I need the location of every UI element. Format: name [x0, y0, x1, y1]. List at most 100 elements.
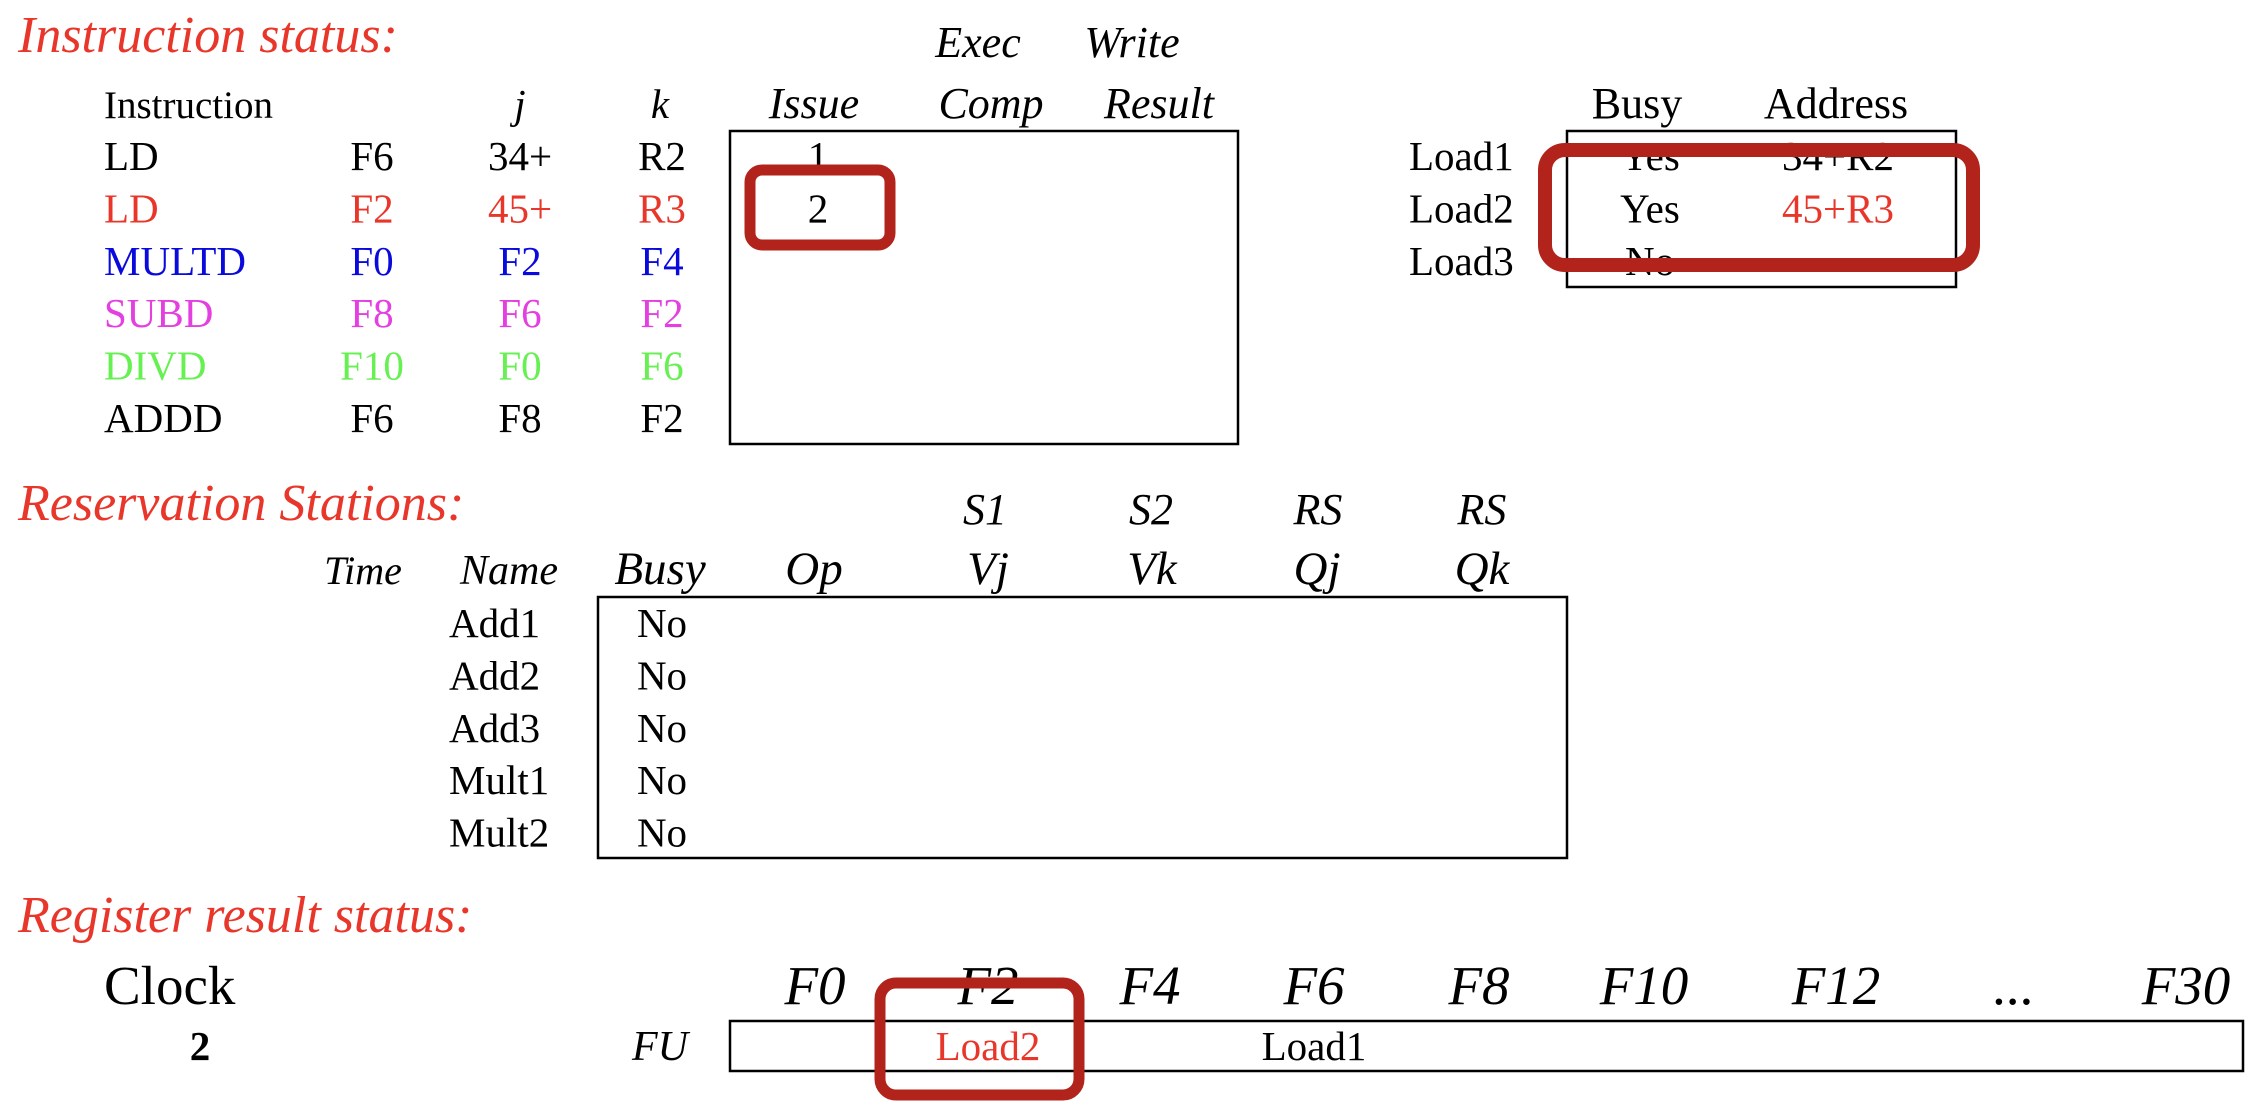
instruction-k: F2: [640, 395, 683, 441]
reservation-station-busy: No: [637, 652, 687, 698]
header-name: Name: [459, 548, 558, 594]
load-buffers-box: [1565, 129, 1958, 289]
register-name: F8: [1447, 955, 1509, 1016]
instruction-row: SUBD F8 F6 F2: [104, 290, 684, 336]
header-op: Op: [785, 543, 842, 595]
instruction-dest: F2: [350, 185, 393, 231]
reservation-station-row: Add3 No: [449, 705, 687, 751]
instruction-j: 45+: [488, 185, 552, 231]
header-exec-top: Exec: [934, 18, 1021, 67]
instruction-dest: F8: [350, 290, 393, 336]
register-status-title: Register result status:: [17, 887, 473, 944]
clock-value: 2: [190, 1023, 211, 1069]
reservation-stations-box: [596, 595, 1569, 860]
instruction-j: F0: [498, 343, 541, 389]
register-fu: Load2: [936, 1023, 1041, 1069]
highlight-issue-cell: [744, 164, 896, 251]
highlight-load2-row: [1538, 143, 1980, 272]
reservation-station-name: Mult2: [449, 810, 549, 856]
reservation-station-busy: No: [637, 705, 687, 751]
instruction-j: F8: [498, 395, 541, 441]
instruction-op: MULTD: [104, 238, 246, 284]
instruction-j: F2: [498, 238, 541, 284]
instruction-op: DIVD: [104, 343, 206, 389]
instruction-op: LD: [104, 133, 159, 179]
fu-label: FU: [631, 1024, 691, 1070]
instruction-op: LD: [104, 185, 159, 231]
header-exec-bottom: Comp: [938, 79, 1043, 128]
register-name: F0: [783, 955, 845, 1016]
instruction-j: 34+: [488, 133, 552, 179]
header-write-top: Write: [1084, 18, 1179, 67]
register-fu: Load1: [1262, 1023, 1367, 1069]
reservation-station-name: Mult1: [449, 757, 549, 803]
header-write-bottom: Result: [1103, 79, 1216, 128]
header-k: k: [651, 81, 670, 127]
header-time: Time: [324, 548, 402, 593]
reservation-station-row: Add2 No: [449, 652, 687, 698]
register-name: F4: [1118, 955, 1180, 1016]
register-name: F30: [2141, 955, 2231, 1016]
instruction-row: MULTD F0 F2 F4: [104, 238, 684, 284]
reservation-station-name: Add3: [449, 705, 540, 751]
highlights: [744, 143, 1980, 1101]
instruction-row: ADDD F6 F8 F2: [104, 395, 684, 441]
instruction-k: R2: [638, 133, 686, 179]
reservation-stations-section: Reservation Stations: S1 S2 RS RS Time N…: [17, 475, 1569, 860]
header-issue: Issue: [768, 79, 859, 128]
highlight-f2-register: [874, 977, 1085, 1101]
register-fu-box: [728, 1019, 2245, 1073]
instruction-status-title: Instruction status:: [17, 7, 398, 64]
reservation-station-row: Mult2 No: [449, 810, 687, 856]
load-buffer-name: Load3: [1409, 238, 1514, 284]
header-rs-qj: RS: [1293, 485, 1343, 534]
reservation-station-name: Add1: [449, 600, 540, 646]
register-name: F6: [1282, 955, 1345, 1016]
load-buffer-name: Load1: [1409, 133, 1514, 179]
header-s1: S1: [963, 485, 1007, 534]
reservation-station-name: Add2: [449, 652, 540, 698]
load-buffer-name: Load2: [1409, 185, 1514, 231]
reservation-station-busy: No: [637, 810, 687, 856]
header-qj: Qj: [1294, 543, 1341, 595]
register-name: ...: [1993, 955, 2034, 1016]
header-rs-qk: RS: [1457, 485, 1507, 534]
instruction-status-section: Instruction status: Instruction j k Issu…: [17, 7, 1240, 446]
header-vk: Vk: [1127, 543, 1178, 595]
instruction-k: R3: [638, 185, 686, 231]
load-buffer-address: 45+R3: [1782, 185, 1894, 231]
reservation-stations-title: Reservation Stations:: [17, 475, 464, 532]
instruction-dest: F6: [350, 133, 393, 179]
register-name: F12: [1791, 955, 1881, 1016]
header-qk: Qk: [1455, 543, 1511, 595]
header-rs-busy: Busy: [614, 543, 706, 595]
instruction-op: ADDD: [104, 395, 222, 441]
load-buffer-busy: Yes: [1620, 185, 1680, 231]
register-name: F10: [1599, 955, 1689, 1016]
instruction-row: LD F2 45+ R3 2: [104, 185, 828, 231]
instruction-op: SUBD: [104, 290, 213, 336]
clock-label: Clock: [104, 955, 236, 1016]
instruction-status-box: [728, 129, 1240, 446]
header-vj: Vj: [967, 543, 1009, 595]
reservation-station-row: Mult1 No: [449, 757, 687, 803]
instruction-k: F2: [640, 290, 683, 336]
reservation-station-busy: No: [637, 757, 687, 803]
instruction-k: F6: [640, 343, 683, 389]
instruction-issue: 2: [808, 185, 829, 231]
header-j: j: [509, 81, 525, 127]
header-instruction: Instruction: [104, 84, 273, 127]
instruction-dest: F6: [350, 395, 393, 441]
load-buffer-row: Load2 Yes 45+R3: [1409, 185, 1894, 231]
instruction-k: F4: [640, 238, 683, 284]
instruction-j: F6: [498, 290, 541, 336]
instruction-dest: F0: [350, 238, 393, 284]
header-address: Address: [1764, 79, 1908, 128]
